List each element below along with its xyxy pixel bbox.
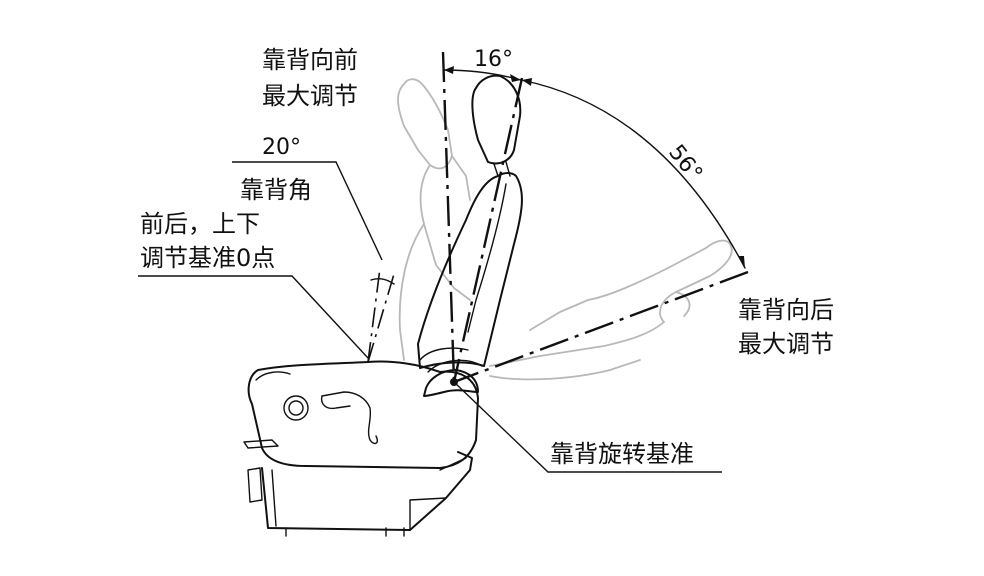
label-zero-point-1: 前后，上下 xyxy=(140,210,260,238)
leader-pivot-reference xyxy=(453,381,722,473)
label-angle-56: 56° xyxy=(663,140,707,186)
label-rear-limit-2: 最大调节 xyxy=(738,330,834,358)
rear-limit-axis xyxy=(453,270,749,384)
label-front-limit-2: 最大调节 xyxy=(262,82,358,110)
height-adjust-knob xyxy=(283,395,309,421)
base-frame-outline xyxy=(261,451,473,531)
arc-56deg-arrow-bottom xyxy=(738,256,745,268)
seat-backrest xyxy=(417,74,523,369)
arc-56deg xyxy=(520,79,746,269)
label-angle-16: 16° xyxy=(474,47,513,72)
hinge-cover xyxy=(423,369,479,397)
label-seatback-angle-value: 20° xyxy=(262,135,301,160)
front-limit-axis xyxy=(441,51,456,383)
seat-base-frame xyxy=(247,451,473,537)
arc-56deg-arrow-top xyxy=(522,78,532,86)
arc-16deg-arrow-left xyxy=(444,66,454,74)
label-seatback-angle: 靠背角 xyxy=(240,176,312,204)
headrest xyxy=(471,74,522,165)
backrest-outline xyxy=(417,172,523,369)
leader-zero-point xyxy=(138,275,369,359)
recliner-lever xyxy=(321,391,379,445)
angle-indicators xyxy=(370,66,746,285)
label-pivot-reference: 靠背旋转基准 xyxy=(550,440,694,468)
seatback-angle-axis-b xyxy=(367,273,395,363)
arc-20deg xyxy=(370,277,395,285)
label-front-limit-1: 靠背向前 xyxy=(262,46,358,74)
ghost-seatback-forward xyxy=(397,78,471,361)
reference-axes xyxy=(367,51,749,384)
label-zero-point-2: 调节基准0点 xyxy=(140,244,275,272)
seat-cushion xyxy=(243,359,483,469)
leader-seatback-angle xyxy=(232,161,383,261)
cushion-outline xyxy=(247,360,479,469)
leader-lines xyxy=(138,161,722,473)
label-rear-limit-1: 靠背向后 xyxy=(738,296,834,324)
ghost-seatback-reclined xyxy=(489,239,733,381)
design-position-axis xyxy=(452,77,524,383)
arc-16deg-arrow-right xyxy=(510,74,521,82)
seatback-angle-axis-a xyxy=(367,267,381,363)
slide-bar xyxy=(243,439,279,449)
